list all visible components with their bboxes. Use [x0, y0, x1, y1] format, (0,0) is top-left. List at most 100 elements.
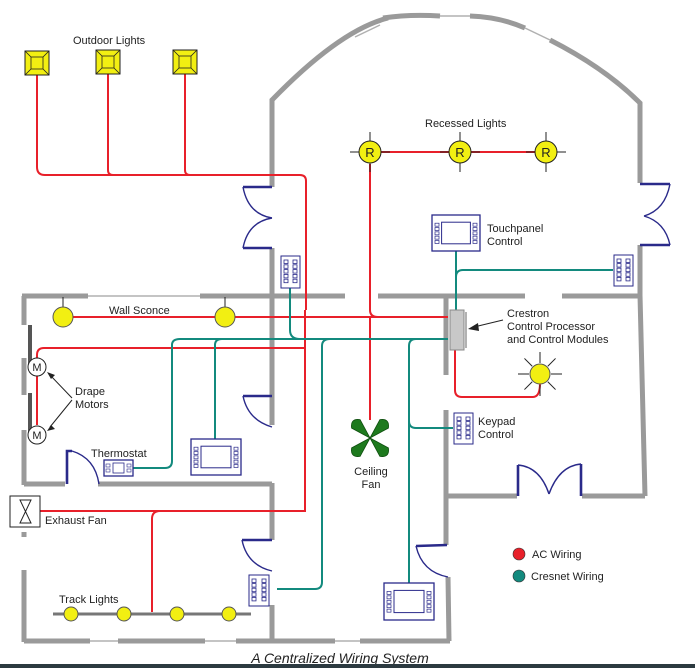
motor-symbol: M: [32, 430, 41, 442]
outdoor-light-icon: [95, 49, 121, 75]
door-thermostat-leaf: [65, 449, 72, 484]
door-thermostat-arc: [71, 450, 100, 485]
door-dome-left-arc-top: [242, 186, 273, 219]
labels: Outdoor Lights Recessed Lights Touchpane…: [45, 35, 609, 666]
crestron-processor-icon: [449, 309, 467, 351]
ac-wire-drape: [36, 347, 305, 425]
legend-swatch-ac: [512, 547, 526, 561]
track-light: [221, 606, 237, 622]
dome-window-1: [354, 24, 381, 38]
wall-sconce-icon: [214, 297, 236, 328]
crestron-pointer-arrow: [468, 319, 504, 331]
outdoor-light-icon: [172, 49, 198, 75]
door-right-room-arc-left: [517, 464, 550, 495]
ac-wire-outdoor-light-3: [184, 73, 191, 176]
drape-panel-1: [28, 325, 32, 370]
label-wall-sconce: Wall Sconce: [109, 305, 170, 317]
wall-dome-top-right: [469, 13, 527, 31]
legend: AC Wiring Cresnet Wiring: [512, 547, 604, 583]
label-thermostat: Thermostat: [91, 448, 147, 460]
ac-wire-recessed-drop: [369, 164, 379, 318]
label-recessed-lights: Recessed Lights: [425, 118, 507, 130]
cresnet-wire-lower-keypad: [277, 338, 331, 590]
label-ceiling-fan-2: Fan: [362, 479, 381, 491]
label-drape-2: Motors: [75, 399, 109, 411]
ac-wiring: [36, 73, 546, 612]
door-center-lower-arc: [241, 539, 273, 572]
door-dome-right-arc-bottom: [643, 215, 671, 246]
devices: R R R M M: [9, 49, 634, 622]
track-light: [116, 606, 132, 622]
motor-symbol: M: [32, 362, 41, 374]
recessed-light-symbol: R: [455, 145, 464, 160]
ac-wire-outdoor-light-1: [36, 75, 307, 310]
cresnet-wire-keypad-control: [408, 420, 453, 429]
door-dome-right-arc-top: [643, 183, 671, 217]
label-track-lights: Track Lights: [59, 594, 119, 606]
label-outdoor-lights: Outdoor Lights: [73, 35, 146, 47]
drape-motor-arrows: [47, 372, 73, 431]
touchpanel-control-icon: [431, 214, 481, 252]
ac-wire-exhaust-track: [40, 310, 306, 612]
label-ceiling-fan-1: Ceiling: [354, 466, 388, 478]
keypad-right-icon: [613, 254, 634, 287]
cresnet-wire-thermostat: [133, 338, 181, 469]
door-right-lower-arc: [415, 545, 449, 578]
touchpanel-lower-icon: [383, 582, 435, 621]
touchpanel-thermostat-room-icon: [190, 438, 242, 476]
legend-swatch-cresnet: [512, 569, 526, 583]
label-keypad-2: Control: [478, 429, 513, 441]
label-keypad-1: Keypad: [478, 416, 515, 428]
doors: [65, 182, 671, 578]
wall-dome-top-left: [382, 12, 441, 21]
recessed-light-icon: R: [526, 132, 566, 172]
door-right-room-arc-right: [548, 463, 582, 495]
legend-label-ac: AC Wiring: [532, 549, 582, 561]
cresnet-wiring: [133, 250, 613, 590]
cresnet-wire-lower-touchpanel: [408, 338, 417, 583]
wall-dome-left: [269, 15, 389, 187]
label-touchpanel-1: Touchpanel: [487, 223, 543, 235]
door-dome-left-arc-bottom: [242, 217, 273, 249]
legend-label-cresnet: Cresnet Wiring: [531, 571, 604, 583]
cresnet-wire-upper-keypad: [289, 288, 301, 340]
label-crestron-3: and Control Modules: [507, 334, 609, 346]
walls: [21, 12, 648, 644]
diagram-caption: A Centralized Wiring System: [250, 650, 429, 666]
wall-sconce-icon: [52, 297, 74, 328]
label-touchpanel-2: Control: [487, 236, 522, 248]
track-light: [169, 606, 185, 622]
bottom-edge-bar: [0, 664, 695, 668]
dome-window-3: [524, 27, 551, 41]
recessed-light-symbol: R: [365, 145, 374, 160]
door-right-lower-leaf: [415, 543, 448, 548]
cresnet-wire-right-keypad: [455, 269, 613, 278]
ac-wire-outdoor-light-2: [107, 73, 114, 176]
recessed-light-icon: R: [350, 132, 390, 172]
cresnet-wire-wall-touchpanel: [214, 338, 223, 439]
track-lights-icon: [53, 606, 251, 622]
ceiling-fan-icon: [351, 419, 389, 457]
label-crestron-2: Control Processor: [507, 321, 595, 333]
recessed-light-symbol: R: [541, 145, 550, 160]
label-crestron-1: Crestron: [507, 308, 549, 320]
drape-motor-icon: M: [27, 425, 47, 445]
wall-right-upper: [637, 245, 648, 497]
track-light: [63, 606, 79, 622]
ceiling-light-icon: [518, 352, 562, 396]
exhaust-fan-icon: [9, 495, 41, 528]
wall-dome-right: [548, 37, 643, 183]
outdoor-light-icon: [24, 50, 50, 76]
drape-panel-2: [28, 393, 32, 438]
recessed-light-icon: R: [440, 132, 480, 172]
drape-motor-icon: M: [27, 357, 47, 377]
wall-lower-right-column: [445, 576, 452, 642]
keypad-lower-icon: [248, 574, 270, 607]
label-drape-1: Drape: [75, 386, 105, 398]
thermostat-icon: [103, 459, 134, 477]
keypad-upper-center-icon: [280, 255, 301, 289]
door-sconce-room-arc: [242, 395, 273, 428]
ac-wire-crestron-to-light: [454, 347, 541, 398]
label-exhaust-fan: Exhaust Fan: [45, 515, 107, 527]
